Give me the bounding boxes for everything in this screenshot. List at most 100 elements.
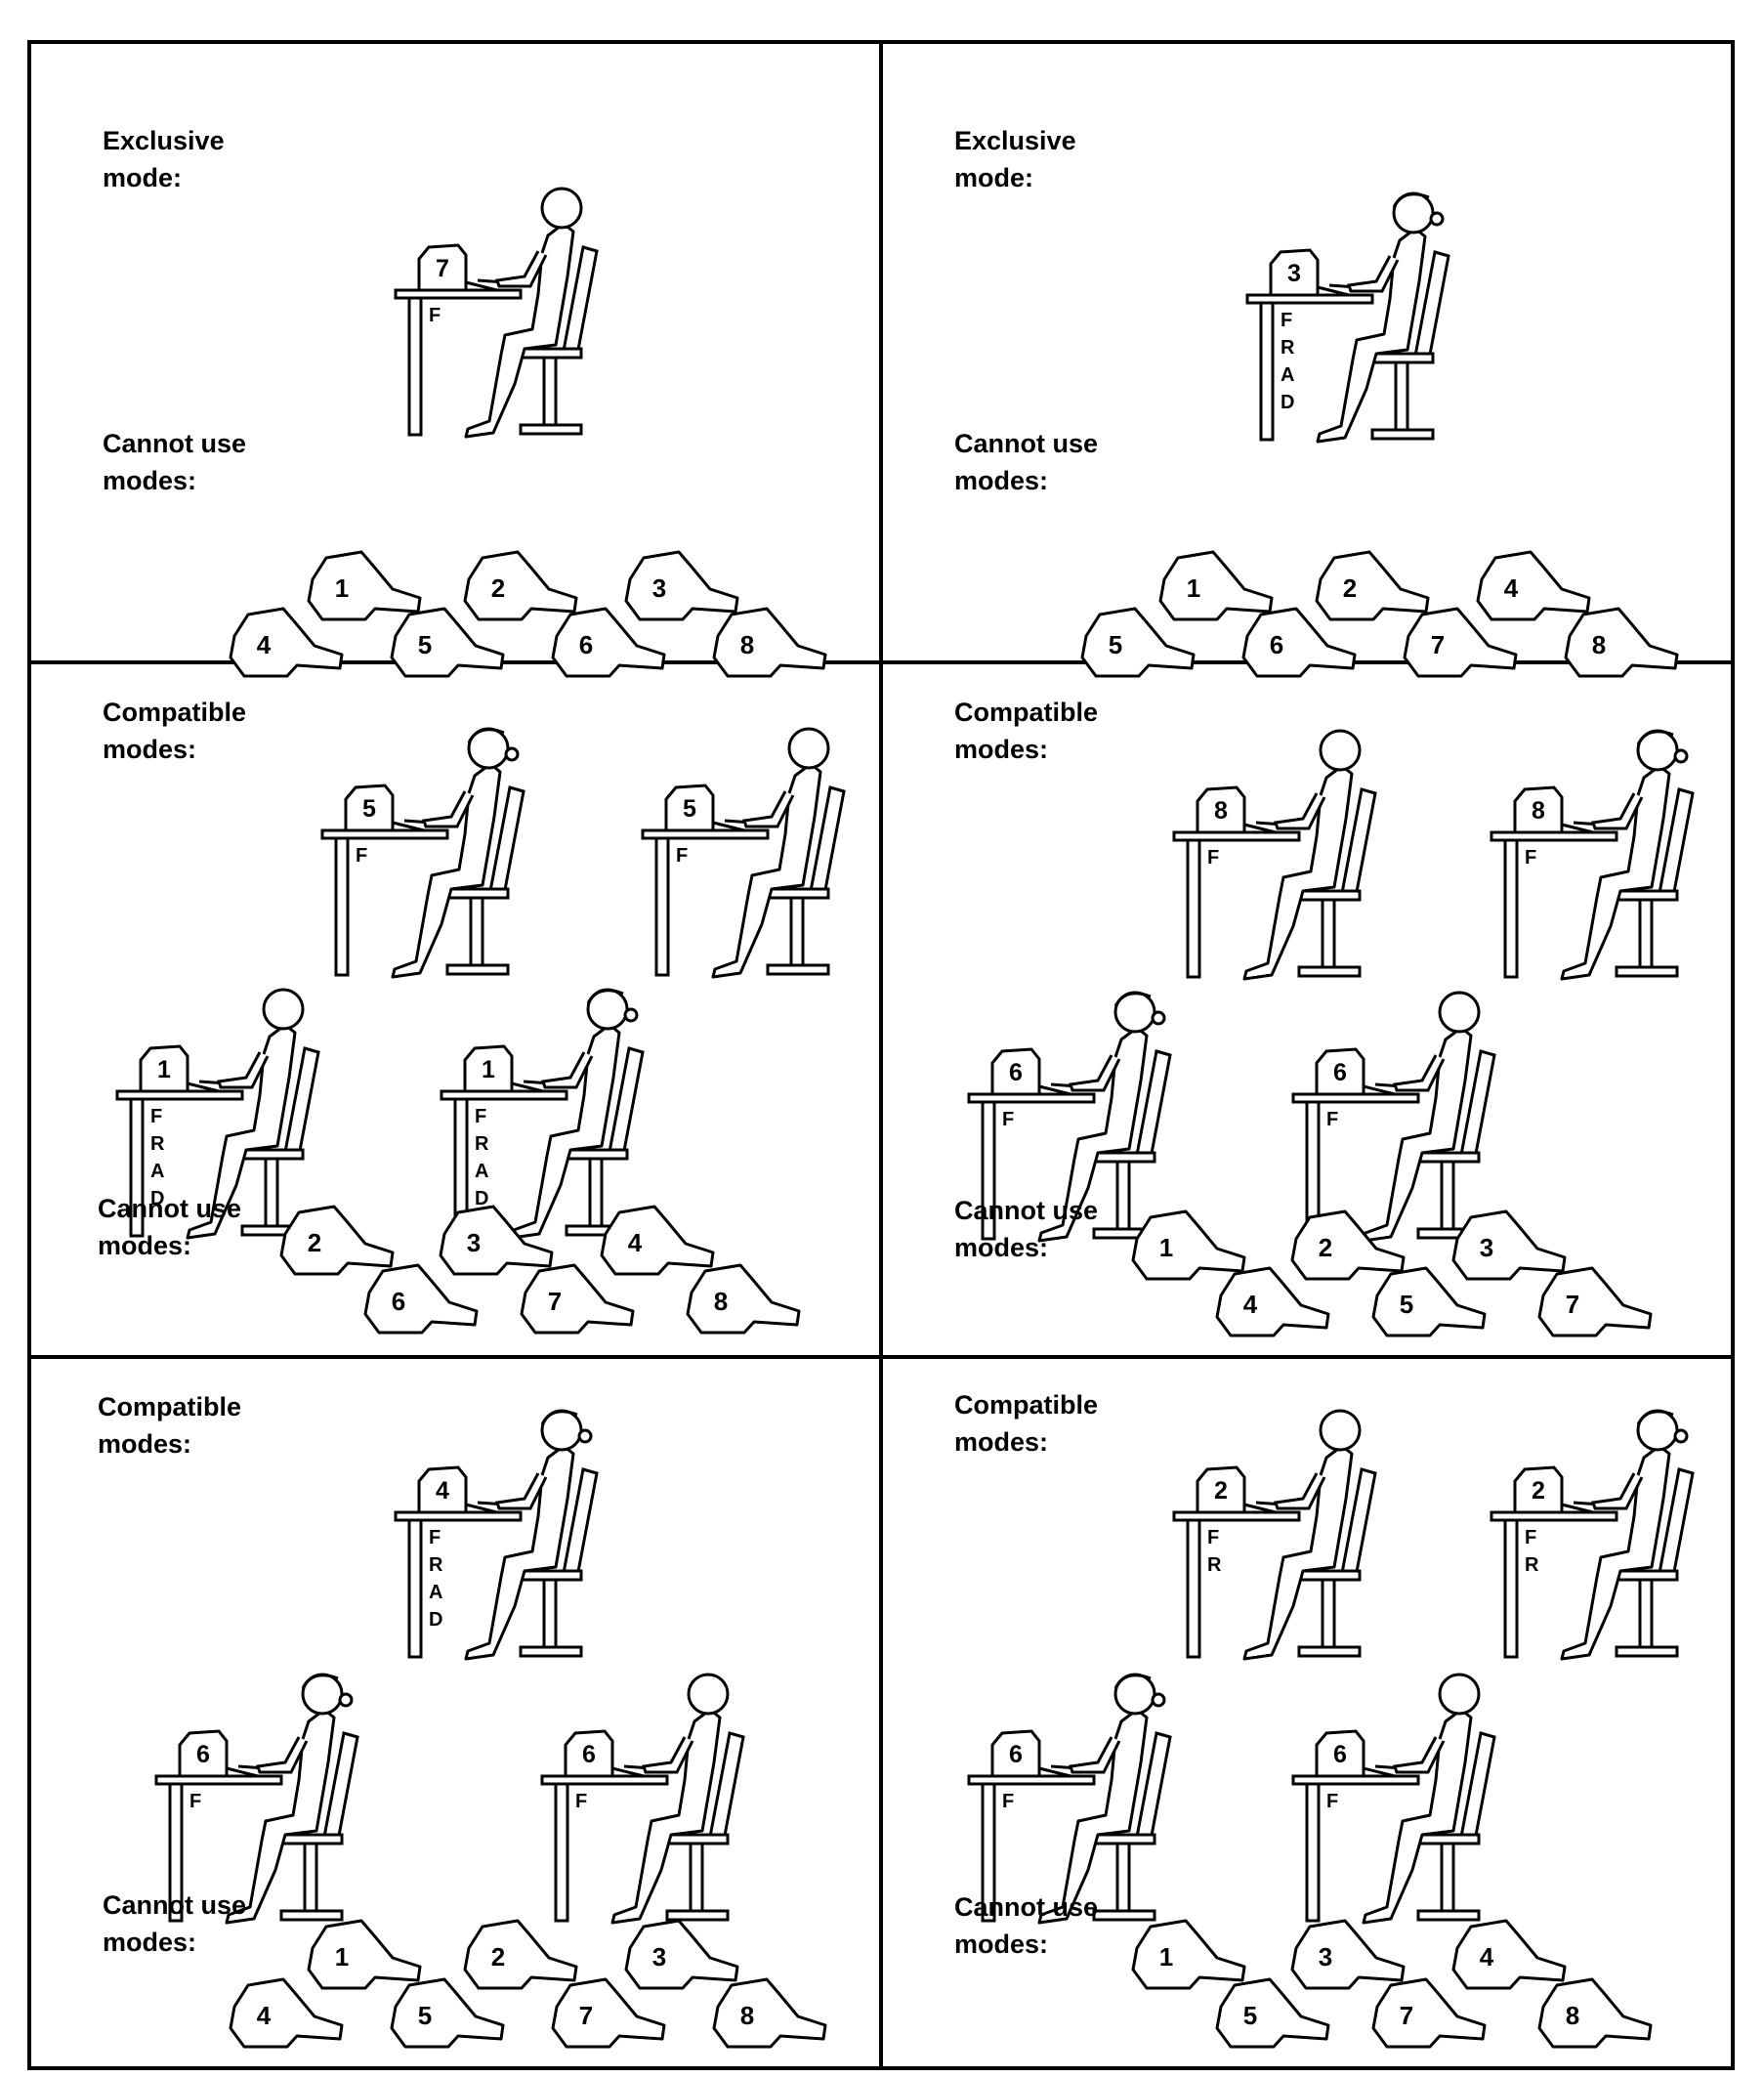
unusable-terminal-8: 8 (712, 1977, 827, 2049)
access-code-letter: R (1525, 1554, 1539, 1576)
unusable-terminal-6: 6 (551, 607, 666, 678)
access-code-letter: F (1326, 1109, 1338, 1130)
terminal-icon (1315, 550, 1430, 621)
unusable-terminal-1: 1 (1131, 1919, 1246, 1990)
access-code-letter: F (189, 1791, 201, 1812)
terminal-mode-number: 7 (548, 1287, 562, 1316)
terminal-icon (307, 550, 422, 621)
workstation-mode-number: 5 (683, 795, 696, 823)
terminal-mode-number: 4 (628, 1228, 643, 1257)
workstation-mode-number: 6 (1009, 1059, 1023, 1086)
access-code-letter: D (429, 1609, 442, 1631)
workstation-mode-number: 6 (582, 1741, 596, 1768)
workstation-figure (1490, 764, 1695, 981)
unusable-terminal-2: 2 (279, 1205, 395, 1276)
access-code-letter: F (1207, 847, 1219, 869)
unusable-terminal-1: 1 (1158, 550, 1274, 621)
unusable-terminal-7: 7 (520, 1263, 635, 1335)
access-code-letter: F (150, 1106, 162, 1127)
terminal-mode-number: 5 (418, 630, 432, 659)
unusable-terminal-2: 2 (1290, 1209, 1406, 1281)
unusable-terminal-1: 1 (307, 550, 422, 621)
access-code-letter: F (1281, 310, 1292, 331)
terminal-icon (463, 550, 578, 621)
workstation-6: 6F (1291, 1673, 1496, 1925)
workstation-figure (1172, 764, 1377, 981)
access-code-letter: A (150, 1161, 164, 1182)
terminal-mode-number: 3 (467, 1228, 481, 1257)
terminal-icon (686, 1263, 801, 1335)
workstation-mode-number: 5 (362, 795, 376, 823)
unusable-terminal-4: 4 (600, 1205, 715, 1276)
workstation-figure (1245, 227, 1450, 444)
unusable-terminal-3: 3 (1290, 1919, 1406, 1990)
terminal-icon (279, 1205, 395, 1276)
access-code-letter: R (1207, 1554, 1222, 1576)
workstation-figure (1490, 1444, 1695, 1661)
unusable-terminal-5: 5 (1215, 1977, 1330, 2049)
man-head-icon (540, 187, 583, 230)
unusable-terminal-1: 1 (1131, 1209, 1246, 1281)
terminal-icon (712, 607, 827, 678)
terminal-icon (1537, 1266, 1653, 1337)
terminal-mode-number: 7 (1566, 1290, 1579, 1319)
workstation-5: 5F (320, 727, 525, 979)
man-head-icon (687, 1673, 730, 1716)
terminal-icon (1290, 1919, 1406, 1990)
workstation-figure (540, 1708, 745, 1925)
access-code-letter: F (1002, 1109, 1014, 1130)
workstation-figure (394, 1444, 599, 1661)
terminal-mode-number: 4 (1504, 573, 1519, 603)
workstation-7: 7F (394, 187, 599, 439)
workstation-mode-number: 8 (1214, 797, 1228, 825)
unusable-terminal-3: 3 (624, 1919, 739, 1990)
workstation-figure (394, 222, 599, 439)
workstation-6: 6F (967, 1673, 1172, 1925)
terminal-icon (600, 1205, 715, 1276)
terminal-icon (1537, 1977, 1653, 2049)
workstation-8: 8F (1490, 729, 1695, 981)
unusable-terminal-8: 8 (686, 1263, 801, 1335)
access-code-letter: F (575, 1791, 587, 1812)
unusable-terminal-4: 4 (229, 1977, 344, 2049)
terminal-mode-number: 3 (1319, 1942, 1332, 1972)
terminal-icon (1158, 550, 1274, 621)
terminal-mode-number: 8 (1566, 2001, 1579, 2030)
workstation-figure (1291, 1026, 1496, 1243)
unusable-terminal-7: 7 (1371, 1977, 1487, 2049)
man-head-icon (262, 988, 305, 1031)
terminal-icon (1131, 1919, 1246, 1990)
unusable-terminal-5: 5 (390, 1977, 505, 2049)
workstation-mode-number: 3 (1287, 260, 1301, 287)
terminal-mode-number: 6 (1270, 630, 1283, 659)
access-code-letter: F (1207, 1527, 1219, 1548)
unusable-terminal-5: 5 (1080, 607, 1196, 678)
terminal-icon (1564, 607, 1679, 678)
workstation-mode-number: 1 (482, 1056, 495, 1083)
access-code-letter: D (150, 1188, 164, 1209)
workstation-mode-number: 6 (1333, 1741, 1347, 1768)
terminal-mode-number: 3 (652, 573, 666, 603)
terminal-mode-number: 7 (1431, 630, 1445, 659)
workstation-mode-number: 8 (1532, 797, 1545, 825)
access-code-letter: R (475, 1133, 489, 1155)
terminal-mode-number: 8 (740, 2001, 754, 2030)
terminal-mode-number: 5 (1400, 1290, 1413, 1319)
terminal-icon (1131, 1209, 1246, 1281)
terminal-icon (624, 550, 739, 621)
